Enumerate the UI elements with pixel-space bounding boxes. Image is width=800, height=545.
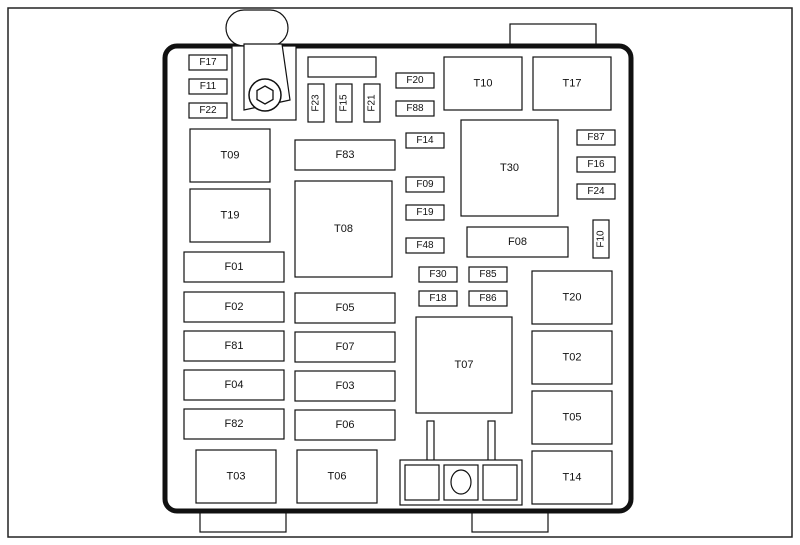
relay-T08: T08 <box>294 180 393 278</box>
relay-label: T10 <box>474 78 493 90</box>
fuse-F24: F24 <box>576 183 616 200</box>
fuse-label: F83 <box>336 149 355 161</box>
fuse-F15: F15 <box>335 83 353 123</box>
fuse-label: F15 <box>339 94 350 112</box>
fuse-label: F04 <box>225 379 244 391</box>
relay-label: T06 <box>328 471 347 483</box>
relay-label: T09 <box>221 150 240 162</box>
fuse-F48: F48 <box>405 237 445 254</box>
fuse-label: F85 <box>479 269 497 280</box>
fuse-label: F19 <box>416 207 434 218</box>
fuse-F81: F81 <box>183 330 285 362</box>
connector-cell-left <box>404 464 440 501</box>
fuse-label: F17 <box>199 57 217 68</box>
fuse-F22: F22 <box>188 102 228 119</box>
fuse-F86: F86 <box>468 290 508 307</box>
connector-leg-right <box>487 420 496 462</box>
fuse-label: F87 <box>587 132 605 143</box>
fuse-label: F81 <box>225 340 244 352</box>
fuse-F85: F85 <box>468 266 508 283</box>
fuse-label: F82 <box>225 418 244 430</box>
relay-label: T14 <box>563 472 582 484</box>
fuse-F19: F19 <box>405 204 445 221</box>
relay-T20: T20 <box>531 270 613 325</box>
relay-T06: T06 <box>296 449 378 504</box>
connector-cell-right <box>482 464 518 501</box>
fuse-label: F14 <box>416 135 434 146</box>
fuse-F16: F16 <box>576 156 616 173</box>
fuse-label: F23 <box>311 94 322 112</box>
fuse-F23: F23 <box>307 83 325 123</box>
fuse-F21: F21 <box>363 83 381 123</box>
fuse-F08: F08 <box>466 226 569 258</box>
fuse-label: F06 <box>336 419 355 431</box>
fuse-label: F22 <box>199 105 217 116</box>
relay-T17: T17 <box>532 56 612 111</box>
fuse-label: F18 <box>429 293 447 304</box>
fuse-F20: F20 <box>395 72 435 89</box>
connector-hole-icon <box>450 469 472 495</box>
fuse-F82: F82 <box>183 408 285 440</box>
fuse-F05: F05 <box>294 292 396 324</box>
fuse-label: F03 <box>336 380 355 392</box>
fuse-F88: F88 <box>395 100 435 117</box>
fuse-label: F30 <box>429 269 447 280</box>
fuse-F18: F18 <box>418 290 458 307</box>
relay-T14: T14 <box>531 450 613 505</box>
fuse-label: F48 <box>416 240 434 251</box>
fuse-label: F09 <box>416 179 434 190</box>
relay-T07: T07 <box>415 316 513 414</box>
fuse-F07: F07 <box>294 331 396 363</box>
blank-block <box>307 56 377 78</box>
fuse-F03: F03 <box>294 370 396 402</box>
bottom-connector <box>399 420 523 506</box>
relay-label: T30 <box>500 162 519 174</box>
fuse-F10: F10 <box>592 219 610 259</box>
relay-label: T07 <box>455 359 474 371</box>
fuse-label: F08 <box>508 236 527 248</box>
fuse-F14: F14 <box>405 132 445 149</box>
relay-label: T02 <box>563 352 582 364</box>
relay-T19: T19 <box>189 188 271 243</box>
fuse-F04: F04 <box>183 369 285 401</box>
fuse-label: F05 <box>336 302 355 314</box>
relay-label: T03 <box>227 471 246 483</box>
relay-T03: T03 <box>195 449 277 504</box>
fuse-label: F10 <box>596 230 607 248</box>
fuse-F06: F06 <box>294 409 396 441</box>
fuse-F83: F83 <box>294 139 396 171</box>
relay-label: T05 <box>563 412 582 424</box>
relay-T30: T30 <box>460 119 559 217</box>
diagram-frame <box>7 7 793 538</box>
fuse-F30: F30 <box>418 266 458 283</box>
bolt-nut-icon <box>256 85 274 105</box>
fuse-label: F16 <box>587 159 605 170</box>
fuse-label: F88 <box>406 103 424 114</box>
fuse-F11: F11 <box>188 78 228 95</box>
fuse-label: F24 <box>587 186 605 197</box>
relay-T02: T02 <box>531 330 613 385</box>
fuse-label: F20 <box>406 75 424 86</box>
fuse-F09: F09 <box>405 176 445 193</box>
fuse-F17: F17 <box>188 54 228 71</box>
fuse-label: F11 <box>200 81 217 92</box>
fuse-label: F02 <box>225 301 244 313</box>
connector-leg-left <box>426 420 435 462</box>
relay-label: T08 <box>334 223 353 235</box>
fuse-F87: F87 <box>576 129 616 146</box>
relay-label: T17 <box>563 78 582 90</box>
fuse-label: F86 <box>479 293 497 304</box>
terminal-cap <box>225 9 289 47</box>
relay-T05: T05 <box>531 390 613 445</box>
fuse-label: F01 <box>225 261 244 273</box>
fuse-label: F21 <box>367 94 378 112</box>
relay-label: T20 <box>563 292 582 304</box>
fuse-F02: F02 <box>183 291 285 323</box>
fuse-F01: F01 <box>183 251 285 283</box>
relay-T10: T10 <box>443 56 523 111</box>
relay-T09: T09 <box>189 128 271 183</box>
fuse-label: F07 <box>336 341 355 353</box>
relay-label: T19 <box>221 210 240 222</box>
